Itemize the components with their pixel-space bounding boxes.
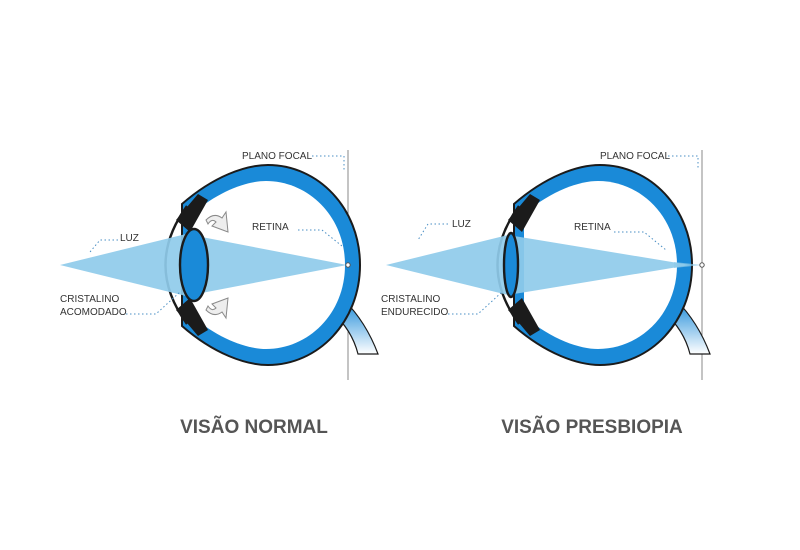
focal-point (699, 262, 705, 268)
caption-presbyopia: VISÃO PRESBIOPIA (501, 416, 683, 438)
lens-label-line2: ENDURECIDO (381, 307, 448, 318)
iris-upper (176, 194, 208, 232)
iris-lower (508, 298, 540, 336)
retina-leader (298, 229, 343, 247)
retina-label: RETINA (574, 222, 611, 233)
lens-label-line1: CRISTALINO (60, 294, 119, 305)
plane-label: PLANO FOCAL (600, 151, 670, 162)
panel-normal-vision: PLANO FOCAL RETINA LUZ CRISTALINO ACOMOD… (60, 150, 379, 438)
light-beam-continuation (674, 262, 702, 268)
caption-normal: VISÃO NORMAL (180, 416, 328, 438)
lens-label-line1: CRISTALINO (381, 294, 440, 305)
light-leader (89, 239, 118, 253)
panel-presbyopia: PLANO FOCAL RETINA LUZ CRISTALINO ENDURE… (381, 150, 711, 438)
iris-upper (508, 194, 540, 232)
accommodation-arrows-icon (205, 210, 229, 320)
light-leader (417, 223, 448, 241)
retina-label: RETINA (252, 222, 289, 233)
lens-label-line2: ACOMODADO (60, 307, 127, 318)
plane-leader (312, 155, 345, 170)
lens-leader (448, 291, 503, 315)
light-label: LUZ (120, 233, 139, 244)
crystalline-lens-accommodated (178, 227, 210, 303)
retina-leader (614, 231, 667, 251)
iris-lower (176, 298, 208, 336)
crystalline-lens-hardened (502, 231, 520, 299)
focal-point (345, 262, 351, 268)
plane-label: PLANO FOCAL (242, 151, 312, 162)
plane-leader (668, 155, 699, 170)
light-label: LUZ (452, 219, 471, 230)
light-beam (386, 235, 690, 295)
